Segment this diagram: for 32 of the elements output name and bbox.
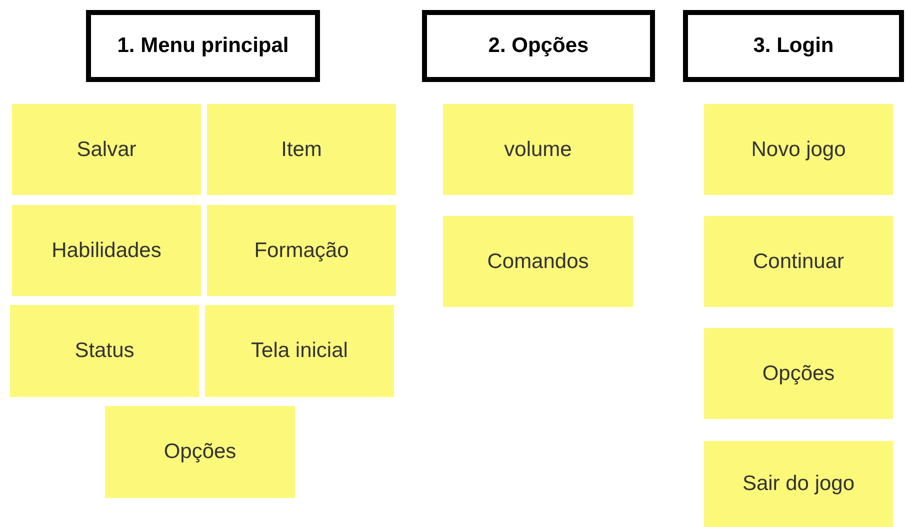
heading-text: 2. Opções (487, 33, 590, 60)
sticky-note (205, 305, 394, 397)
sticky-note (207, 205, 396, 296)
note-text: Tela inicial (250, 338, 349, 364)
note-text: volume (503, 136, 573, 163)
note-text: Status (74, 338, 136, 364)
note-text: Habilidades (50, 238, 162, 264)
note-text: Novo jogo (750, 136, 847, 163)
sticky-note (12, 104, 201, 195)
sticky-note (12, 205, 201, 296)
sticky-note (704, 328, 893, 419)
note-text: Salvar (76, 136, 138, 163)
sticky-note (207, 104, 396, 195)
note-text: Opções (162, 439, 238, 466)
note-text: Opções (761, 360, 836, 387)
sticky-note (105, 406, 295, 498)
note-text: Item (280, 136, 323, 163)
sticky-note (443, 104, 633, 195)
note-text: Formação (253, 238, 350, 264)
heading-box (86, 10, 320, 82)
heading-box (422, 10, 655, 82)
note-text: Continuar (752, 248, 846, 275)
sticky-note (704, 216, 893, 307)
heading-text: 3. Login (752, 33, 835, 60)
note-text: Comandos (486, 248, 590, 275)
sticky-note (704, 441, 893, 527)
sticky-note (10, 305, 199, 397)
sticky-note (704, 104, 893, 195)
heading-box (683, 10, 904, 82)
heading-text: 1. Menu principal (116, 33, 290, 60)
sticky-note (443, 216, 633, 307)
note-text: Sair do jogo (741, 471, 856, 498)
